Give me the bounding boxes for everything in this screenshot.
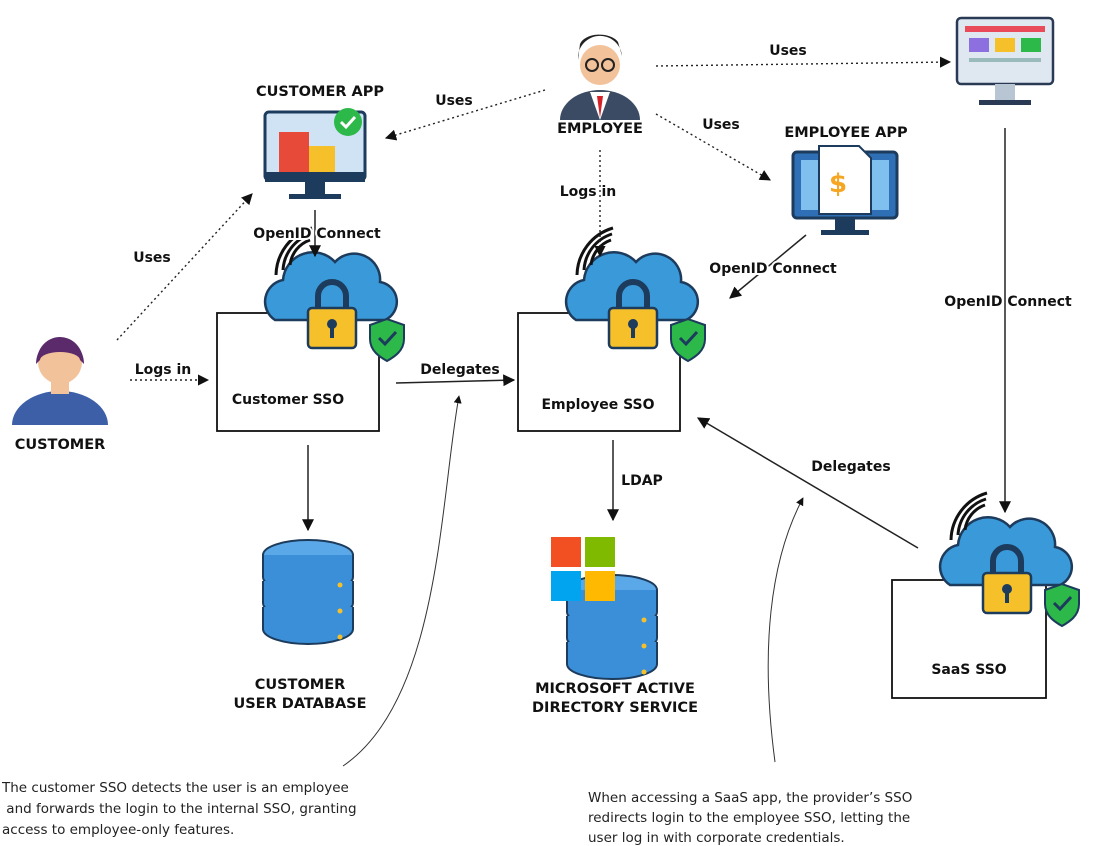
saas-app-monitor-icon: [955, 16, 1055, 105]
edge-label: Delegates: [811, 459, 890, 475]
customer-app-label: CUSTOMER APP: [256, 84, 384, 100]
edge-employee-uses-employee-app: [655, 113, 771, 181]
ad-label-1: MICROSOFT ACTIVE: [535, 681, 695, 697]
note-left: The customer SSO detects the user is an …: [1, 780, 357, 838]
edge-saas-delegates: [696, 417, 919, 549]
employee-app-label: EMPLOYEE APP: [784, 125, 908, 141]
ad-label-2: DIRECTORY SERVICE: [532, 700, 698, 716]
saas-sso-node: SaaS SSO: [891, 493, 1079, 699]
edge-label: Uses: [435, 93, 473, 109]
customer-app-monitor-icon: [263, 108, 367, 199]
customer-avatar-icon: [12, 336, 108, 425]
edge-label: Uses: [769, 43, 807, 59]
customer-label: CUSTOMER: [15, 437, 106, 453]
edge-employee-uses-saas: [655, 56, 952, 68]
employee-sso-node: Employee SSO: [517, 228, 705, 432]
customer-db-label-2: USER DATABASE: [233, 696, 366, 712]
edge-employee-app-oidc: [729, 234, 807, 299]
edge-customer-uses-app: [116, 193, 253, 341]
edge-label: Uses: [702, 117, 740, 133]
employee-avatar-icon: [560, 34, 640, 120]
edge-label: OpenID Connect: [253, 226, 381, 242]
microsoft-logo-icon: [551, 537, 615, 601]
note-pointer-left: [342, 395, 462, 767]
edge-label: Logs in: [135, 362, 192, 378]
note-line: and forwards the login to the internal S…: [2, 801, 357, 817]
customer-sso-label: Customer SSO: [232, 392, 344, 408]
edge-label: Delegates: [420, 362, 499, 378]
note-line: The customer SSO detects the user is an …: [1, 780, 349, 796]
employee-app-monitor-icon: $: [791, 145, 899, 235]
edge-customer-sso-delegates: [395, 374, 516, 387]
edge-label: LDAP: [621, 473, 663, 489]
note-line: access to employee-only features.: [2, 822, 234, 838]
customer-sso-node: Customer SSO: [216, 228, 404, 432]
saas-sso-label: SaaS SSO: [931, 662, 1006, 678]
svg-text:$: $: [829, 169, 847, 199]
note-right: When accessing a SaaS app, the provider’…: [588, 790, 912, 846]
edge-label: Logs in: [560, 184, 617, 200]
note-line: redirects login to the employee SSO, let…: [588, 810, 910, 826]
customer-db-label-1: CUSTOMER: [255, 677, 346, 693]
employee-sso-label: Employee SSO: [541, 397, 654, 413]
edge-label: OpenID Connect: [944, 294, 1072, 310]
note-pointer-right: [767, 497, 804, 763]
customer-database-icon: [262, 539, 354, 645]
note-line: When accessing a SaaS app, the provider’…: [588, 790, 912, 806]
employee-label: EMPLOYEE: [557, 121, 643, 137]
edge-label: Uses: [133, 250, 171, 266]
edge-label: OpenID Connect: [709, 261, 837, 277]
note-line: user log in with corporate credentials.: [588, 830, 845, 846]
